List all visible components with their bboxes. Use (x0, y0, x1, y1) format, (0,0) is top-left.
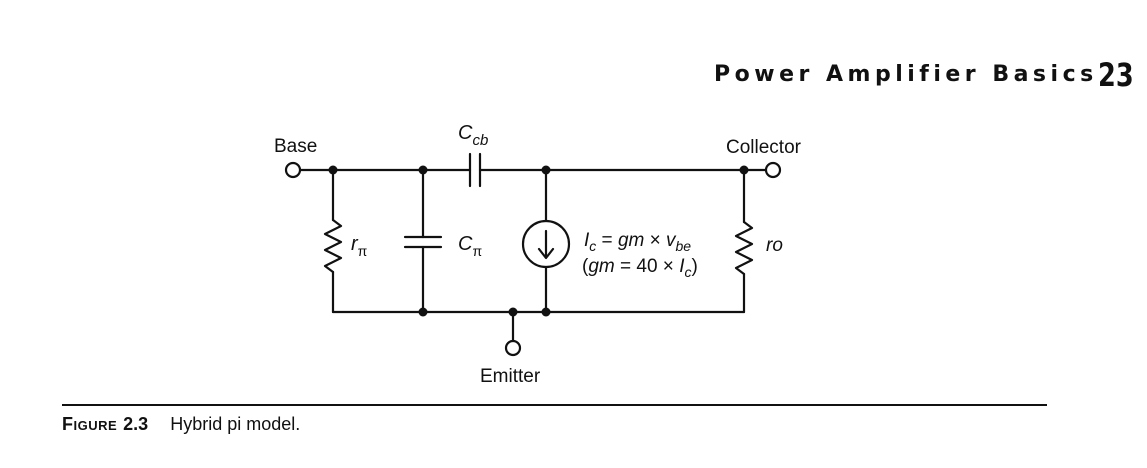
junction-dot (418, 307, 428, 317)
collector-label: Collector (726, 137, 802, 158)
c-cb-label: Ccb (458, 122, 488, 149)
junction-dot (328, 165, 338, 175)
running-title: Power Amplifier Basics (714, 62, 1098, 87)
emitter-terminal (504, 339, 522, 357)
r-pi-resistor (323, 218, 343, 274)
junction-dot (508, 307, 518, 317)
caption-rule (62, 404, 1047, 406)
r-pi-label: rπ (351, 233, 368, 259)
base-terminal (284, 161, 302, 179)
ro-label: ro (766, 235, 783, 256)
c-pi-label: Cπ (458, 233, 482, 259)
page-number: 23 (1098, 56, 1134, 94)
current-source-eq-1: Ic = gm × vbe (584, 230, 691, 254)
figure-label: Figure (62, 414, 118, 434)
junction-dot (739, 165, 749, 175)
junction-dot (541, 165, 551, 175)
collector-terminal (764, 161, 782, 179)
ro-resistor (734, 220, 754, 276)
figure-number: 2.3 (123, 414, 149, 434)
junction-dot (541, 307, 551, 317)
junction-dot (418, 165, 428, 175)
figure-caption-text: Hybrid pi model. (170, 414, 301, 434)
hybrid-pi-circuit-diagram: Base Collector Emitter Ccb rπ Cπ Ic = gm… (274, 122, 802, 387)
emitter-label: Emitter (480, 366, 541, 387)
current-arrow-head (537, 247, 555, 260)
base-label: Base (274, 136, 317, 157)
current-source-eq-2: (gm = 40 × Ic) (582, 256, 698, 280)
